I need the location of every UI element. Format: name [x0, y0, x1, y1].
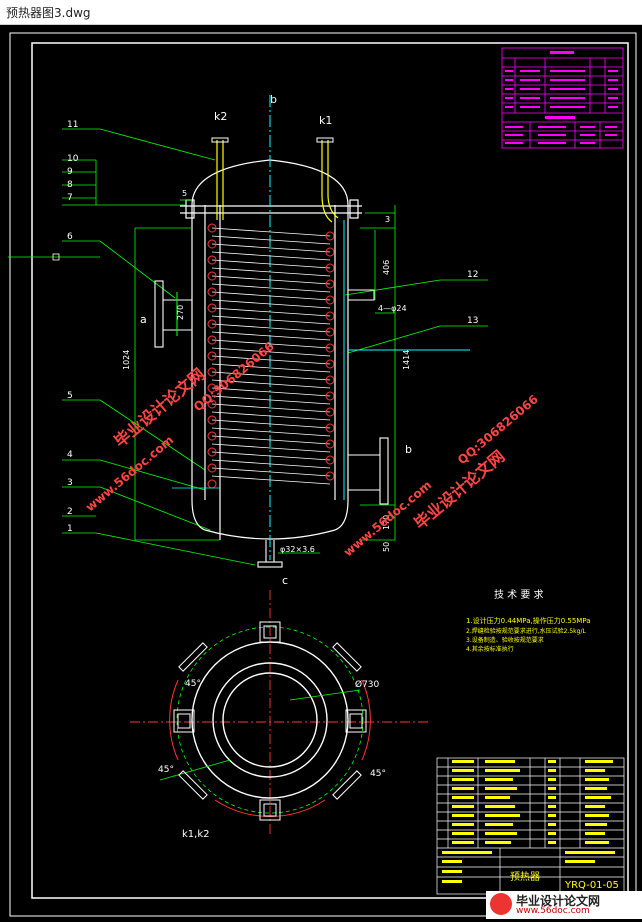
part-5: 5	[67, 391, 73, 401]
nozzle-flanges	[211, 137, 334, 143]
part-1: 1	[67, 524, 73, 534]
dim-3: 3	[385, 215, 390, 224]
nozzle-pipes	[216, 140, 339, 223]
title-block-fill	[442, 760, 615, 883]
plan-view	[130, 590, 430, 835]
part-3: 3	[67, 478, 73, 488]
support-lug	[347, 289, 375, 301]
vessel-elevation	[180, 159, 362, 540]
dimension-labels: 5 3 1024 1414 406 4—φ24 270 170 50 φ32×3…	[122, 189, 411, 554]
dim-406: 406	[382, 260, 391, 275]
nozzle-table	[501, 47, 624, 149]
label-k1k2: k1,k2	[182, 829, 210, 840]
part-6: 6	[67, 232, 73, 242]
part-7: 7	[67, 193, 73, 203]
angle-45-b: 45°	[158, 765, 174, 775]
title-block-name: 预热器	[510, 870, 540, 883]
angle-45-a: 45°	[185, 679, 201, 689]
drawing-number: YRQ-01-05	[564, 880, 619, 891]
watermarks: 毕业设计论文网 QQ:306826066 www.56doc.com 毕业设计论…	[83, 339, 541, 559]
part-4: 4	[67, 450, 73, 460]
footer-url: www.56doc.com	[516, 906, 590, 916]
part-2: 2	[67, 507, 73, 517]
brand-logo-icon	[490, 893, 512, 915]
nozzle-table-fill	[505, 51, 618, 144]
label-k2: k2	[214, 110, 227, 123]
label-c: c	[282, 574, 288, 587]
dim-1414: 1414	[402, 350, 411, 370]
dim-4phi24: 4—φ24	[378, 304, 407, 313]
inner-frame	[31, 42, 629, 899]
dim-170: 170	[382, 515, 391, 530]
part-9: 9	[67, 167, 73, 177]
label-b-side: b	[405, 443, 412, 456]
elevation-labels: b k2 k1 a b c	[140, 93, 412, 587]
footer-brand: 毕业设计论文网	[516, 894, 601, 908]
nozzle-a	[154, 280, 192, 348]
part-11: 11	[67, 120, 78, 130]
tech-heading: 技 术 要 求	[494, 588, 544, 601]
cad-drawing[interactable]: b k2 k1 a b c 11 10 9 8 7 6 5 4 3 2 1 12…	[0, 25, 642, 922]
part-numbers: 11 10 9 8 7 6 5 4 3 2 1 12 13	[67, 120, 478, 534]
nozzle-c	[257, 540, 283, 568]
window-title: 预热器图3.dwg	[6, 6, 91, 20]
plan-labels: Ø730 45° 45° 45° k1,k2	[158, 679, 386, 840]
dimension-lines	[134, 199, 396, 554]
angle-45-c: 45°	[370, 769, 386, 779]
dim-phi32: φ32×3.6	[280, 545, 315, 554]
leader-lines	[8, 128, 488, 566]
part-13: 13	[467, 316, 478, 326]
nozzle-b	[348, 437, 389, 505]
window-titlebar: 预热器图3.dwg	[0, 0, 642, 25]
label-a: a	[140, 313, 147, 326]
footer-stamp: 毕业设计论文网 www.56doc.com	[486, 891, 642, 919]
tech-line-1: 1.设计压力0.44MPa,操作压力0.55MPa	[466, 616, 591, 625]
left-marker	[52, 253, 60, 261]
dim-5: 5	[182, 189, 187, 198]
tech-line-3: 3.设备制造、验收按规范要求	[466, 636, 544, 644]
tech-line-4: 4.其余按标准执行	[466, 645, 514, 653]
part-12: 12	[467, 270, 478, 280]
label-b-top: b	[270, 93, 277, 106]
dim-1024: 1024	[122, 350, 131, 370]
part-10: 10	[67, 154, 79, 164]
vessel-centerlines	[269, 95, 470, 560]
part-8: 8	[67, 180, 73, 190]
heating-coil	[211, 227, 331, 485]
dim-50: 50	[382, 542, 391, 552]
dim-phi730: Ø730	[355, 679, 380, 690]
dim-270: 270	[176, 305, 185, 320]
outer-frame	[9, 32, 637, 917]
tech-line-2: 2.焊缝检验按规范要求进行,水压试验2.5kg/L	[466, 627, 586, 635]
label-k1: k1	[319, 114, 332, 127]
technical-requirements: 技 术 要 求 1.设计压力0.44MPa,操作压力0.55MPa 2.焊缝检验…	[466, 588, 591, 653]
